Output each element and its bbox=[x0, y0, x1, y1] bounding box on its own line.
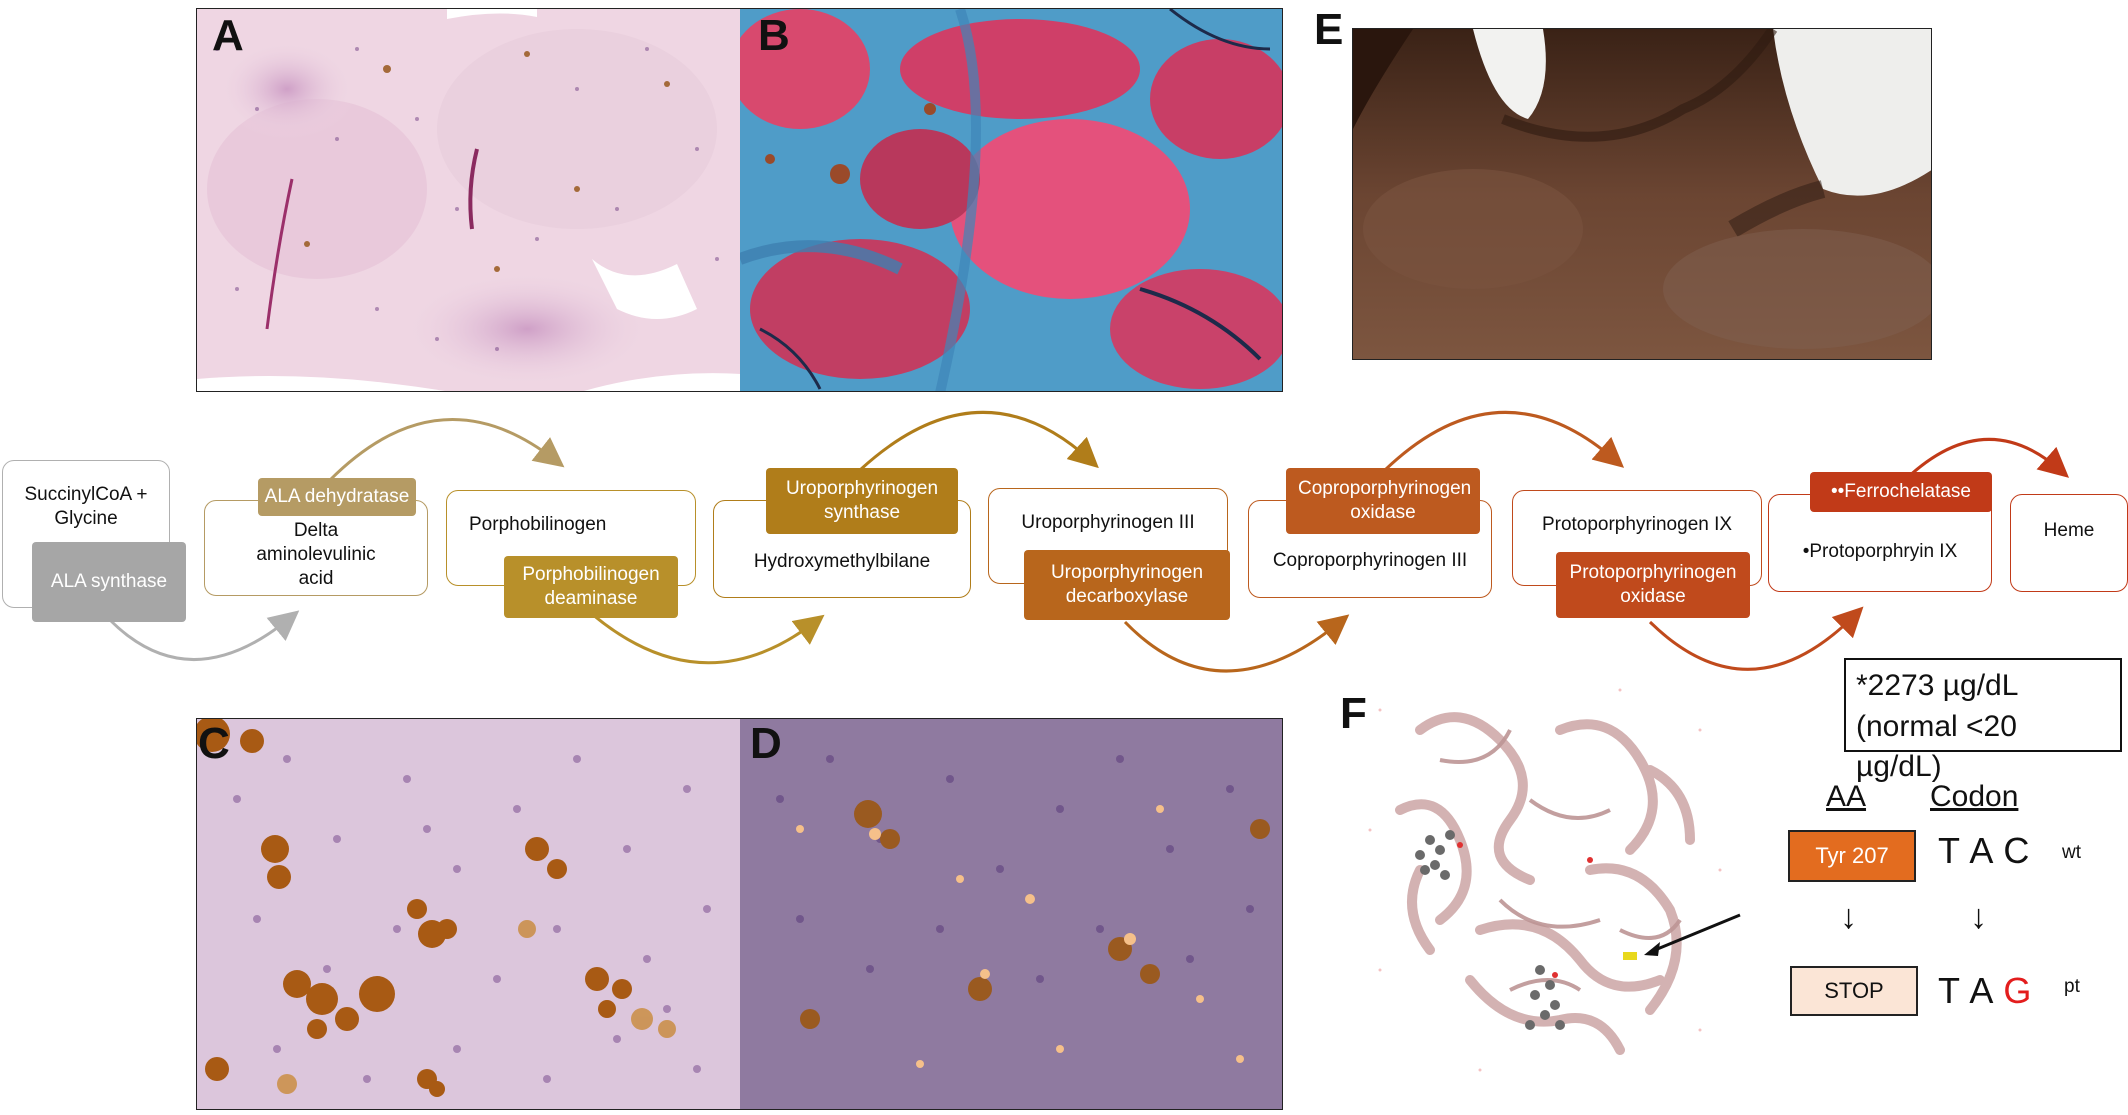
enzyme-uroporphyrinogen-synthase: Uroporphyrinogen synthase bbox=[766, 468, 958, 534]
panel-a-histology bbox=[196, 8, 741, 392]
aa-down-arrow: ↓ bbox=[1840, 898, 1857, 936]
node-label: •Protoporphryin IX bbox=[1802, 541, 1958, 563]
enzyme-label: Protoporphyrinogen oxidase bbox=[1569, 562, 1737, 607]
aa-header: AA bbox=[1826, 780, 1867, 813]
panel-b-label: B bbox=[758, 11, 790, 60]
enzyme-protoporphyrinogen-oxidase: Protoporphyrinogen oxidase bbox=[1556, 552, 1750, 618]
enzyme-ferrochelatase: ••Ferrochelatase bbox=[1810, 472, 1992, 512]
node-label: Heme bbox=[2043, 520, 2095, 541]
lab-value: *2273 µg/dL bbox=[1856, 669, 2019, 702]
polarized-image bbox=[740, 719, 1282, 1109]
node-label: Coproporphyrinogen III bbox=[1272, 550, 1468, 572]
he-pigment-image bbox=[197, 719, 741, 1109]
wt-amino-acid-box: Tyr 207 bbox=[1788, 830, 1916, 882]
node-label: Uroporphyrinogen III bbox=[1021, 512, 1195, 533]
panel-d-label: D bbox=[750, 719, 782, 768]
panel-e-label: E bbox=[1314, 5, 1344, 54]
enzyme-label: Porphobilinogen deaminase bbox=[522, 564, 660, 609]
node-label: Protoporphyrinogen IX bbox=[1541, 514, 1733, 535]
pathway-arrows bbox=[108, 410, 2070, 673]
codon-down-arrow: ↓ bbox=[1970, 898, 1987, 936]
wt-label: wt bbox=[2062, 842, 2081, 863]
enzyme-coproporphyrinogen-oxidase: Coproporphyrinogen oxidase bbox=[1286, 468, 1480, 534]
codon-header: Codon bbox=[1930, 780, 2019, 813]
pt-label: pt bbox=[2064, 976, 2080, 997]
lab-normal-range: (normal <20 µg/dL) bbox=[1856, 709, 2017, 784]
enzyme-label: Uroporphyrinogen decarboxylase bbox=[1050, 562, 1204, 607]
node-label: SuccinylCoA + Glycine bbox=[24, 484, 148, 529]
panel-d-histology bbox=[740, 718, 1283, 1110]
mutant-codon-changed-base: G bbox=[2003, 970, 2033, 1011]
enzyme-label: Uroporphyrinogen synthase bbox=[785, 478, 939, 523]
panel-c-histology bbox=[196, 718, 741, 1110]
panel-b-histology bbox=[740, 8, 1283, 392]
mutant-codon-unchanged: T A bbox=[1938, 970, 2004, 1011]
enzyme-ala-synthase: ALA synthase bbox=[32, 542, 186, 622]
node-label: Hydroxymethylbilane bbox=[753, 551, 931, 573]
panel-a-label: A bbox=[212, 11, 244, 60]
protein-structure-image bbox=[1368, 688, 1741, 1072]
enzyme-porphobilinogen-deaminase: Porphobilinogen deaminase bbox=[504, 556, 678, 618]
trichrome-stain-image bbox=[740, 9, 1282, 391]
mutant-codon: T A G bbox=[1938, 970, 2032, 1012]
enzyme-ala-dehydratase: ALA dehydratase bbox=[258, 478, 416, 516]
node-label: Porphobilinogen bbox=[469, 514, 607, 535]
node-heme: Heme bbox=[2010, 494, 2128, 592]
panel-c-label: C bbox=[198, 719, 230, 768]
node-label: Delta aminolevulinic acid bbox=[256, 520, 376, 589]
panel-e-photo bbox=[1352, 28, 1932, 360]
he-stain-image bbox=[197, 9, 741, 391]
panel-f-label: F bbox=[1340, 689, 1367, 738]
lab-value-box: *2273 µg/dL (normal <20 µg/dL) bbox=[1844, 658, 2122, 783]
skin-photo-image bbox=[1353, 29, 1931, 359]
wt-codon: T A C bbox=[1938, 830, 2031, 871]
enzyme-label: Coproporphyrinogen oxidase bbox=[1298, 478, 1472, 523]
stop-box: STOP bbox=[1790, 966, 1918, 1016]
enzyme-uroporphyrinogen-decarboxylase: Uroporphyrinogen decarboxylase bbox=[1024, 550, 1230, 620]
